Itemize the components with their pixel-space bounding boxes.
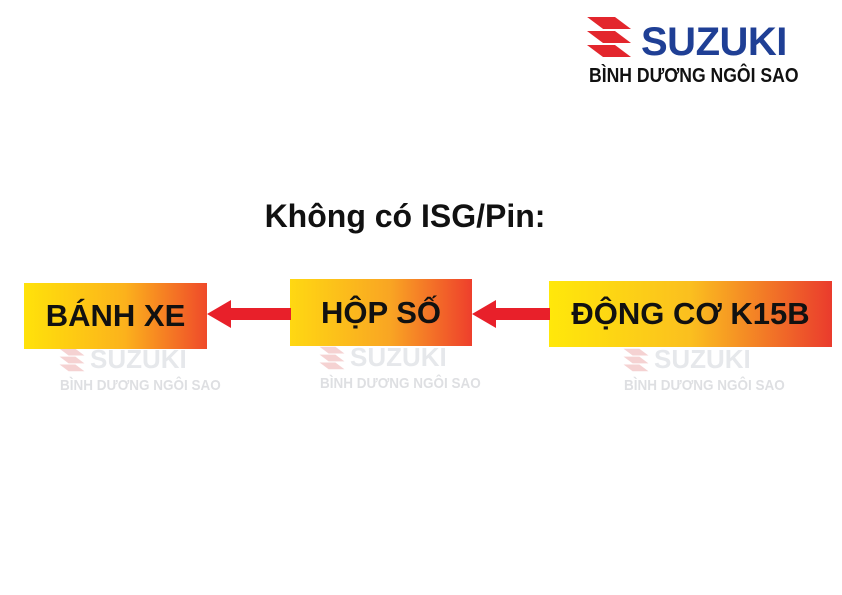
arrow-engine-to-gearbox xyxy=(472,300,550,328)
node-gearbox-label: HỘP SỐ xyxy=(320,294,442,330)
node-wheels-label: BÁNH XE xyxy=(45,298,186,333)
watermark-2: SUZUKI BÌNH DƯƠNG NGÔI SAO xyxy=(318,343,488,403)
watermark-wordmark: SUZUKI xyxy=(350,342,447,372)
watermark-s-icon xyxy=(319,346,345,370)
watermark-1: SUZUKI BÌNH DƯƠNG NGÔI SAO xyxy=(58,345,228,405)
diagram-title: Không có ISG/Pin: xyxy=(264,198,546,234)
watermark-dealer: BÌNH DƯƠNG NGÔI SAO xyxy=(60,377,221,394)
watermark-dealer: BÌNH DƯƠNG NGÔI SAO xyxy=(320,375,481,392)
brand-dealer-name: BÌNH DƯƠNG NGÔI SAO xyxy=(589,65,799,87)
watermark-s-icon xyxy=(623,348,649,372)
suzuki-s-icon xyxy=(587,17,631,57)
watermark-wordmark: SUZUKI xyxy=(90,344,187,374)
watermark-3: SUZUKI BÌNH DƯƠNG NGÔI SAO xyxy=(622,345,792,405)
node-gearbox: HỘP SỐ xyxy=(290,279,472,346)
watermark-s-icon xyxy=(59,348,85,372)
node-engine-label: ĐỘNG CƠ K15B xyxy=(571,296,810,331)
watermark-dealer: BÌNH DƯƠNG NGÔI SAO xyxy=(624,377,785,394)
node-engine: ĐỘNG CƠ K15B xyxy=(549,281,832,347)
node-wheels: BÁNH XE xyxy=(24,283,207,349)
arrow-gearbox-to-wheels xyxy=(207,300,291,328)
watermark-wordmark: SUZUKI xyxy=(654,344,751,374)
brand-logo: SUZUKI BÌNH DƯƠNG NGÔI SAO xyxy=(585,14,825,94)
brand-wordmark: SUZUKI xyxy=(641,20,787,64)
